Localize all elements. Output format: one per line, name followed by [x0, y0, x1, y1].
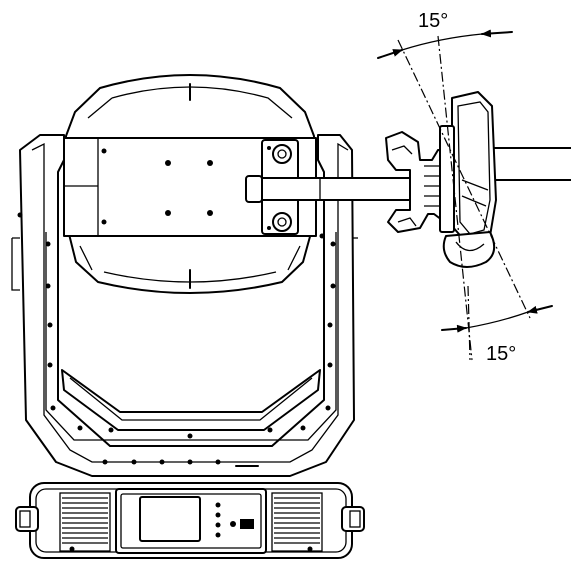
- panel-button: [215, 502, 221, 508]
- bottom-angle-arc: [465, 311, 529, 329]
- bottom-angle-label: 15°: [486, 343, 516, 365]
- display-screen: [139, 496, 201, 542]
- panel-button: [215, 532, 221, 538]
- fixture-base: [15, 482, 365, 559]
- panel-button: [215, 522, 221, 528]
- left-vent-grille: [59, 492, 111, 552]
- side-lower-cap: [442, 231, 496, 268]
- top-angle-arc: [401, 33, 483, 51]
- tilt-lock-knob: [272, 144, 292, 164]
- panel-knob: [230, 521, 236, 527]
- tilt-angle-annotations: 15° 15°: [377, 10, 553, 365]
- top-angle-label: 15°: [418, 10, 448, 32]
- yoke-inner-arch: [61, 369, 321, 431]
- fixture-yoke: [11, 134, 358, 477]
- axis-line-vertical: [437, 35, 473, 361]
- side-view-mount: [385, 91, 571, 268]
- right-vent-grille: [271, 492, 323, 552]
- axis-line-tilted: [397, 39, 531, 319]
- right-handle: [341, 506, 365, 532]
- left-handle: [15, 506, 39, 532]
- panel-port: [240, 519, 254, 529]
- tilt-lock-knob: [272, 212, 292, 232]
- panel-button: [215, 512, 221, 518]
- side-clamp: [385, 131, 451, 233]
